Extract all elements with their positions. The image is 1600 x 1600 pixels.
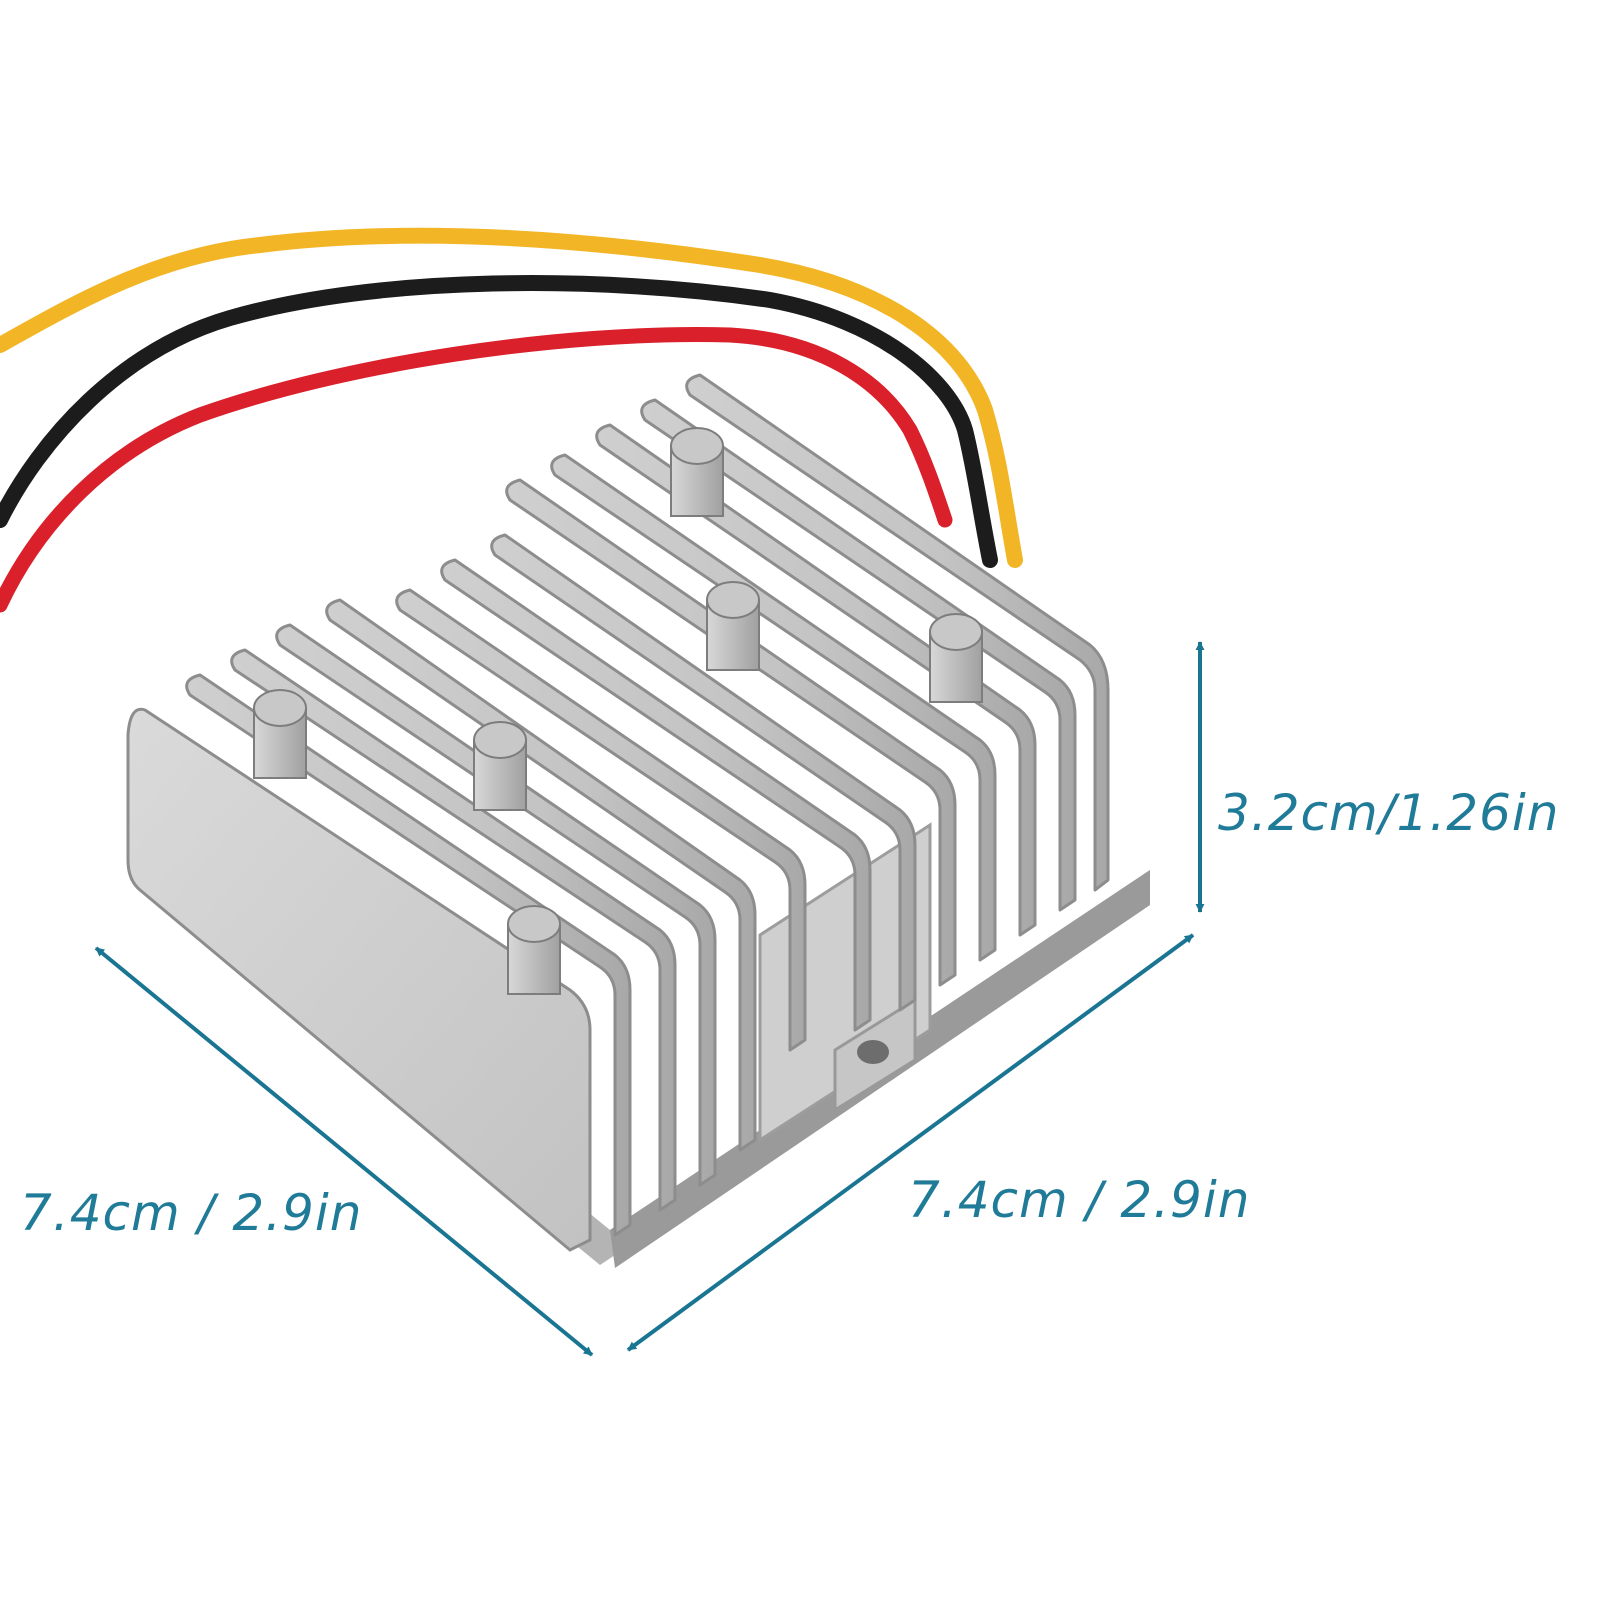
wire-bundle [0,227,1023,613]
width-arrow [626,933,1195,1352]
height-dimension-label: 3.2cm/1.26in [1218,784,1560,842]
yellow-wire [0,227,1023,568]
post-1 [253,689,307,779]
black-wire [0,275,998,568]
post-5 [706,581,760,671]
heatsink-fins [185,373,1110,1237]
width-dimension-label: 7.4cm / 2.9in [908,1171,1251,1229]
mounting-hole [857,1040,889,1064]
post-4 [670,427,724,517]
post-6 [929,613,983,703]
depth-arrow [94,946,594,1357]
post-2 [473,721,527,811]
post-3 [507,905,561,995]
red-wire [0,327,953,613]
heatsink-body [126,373,1150,1268]
depth-dimension-label: 7.4cm / 2.9in [20,1184,363,1242]
dimension-lines [94,641,1205,1357]
